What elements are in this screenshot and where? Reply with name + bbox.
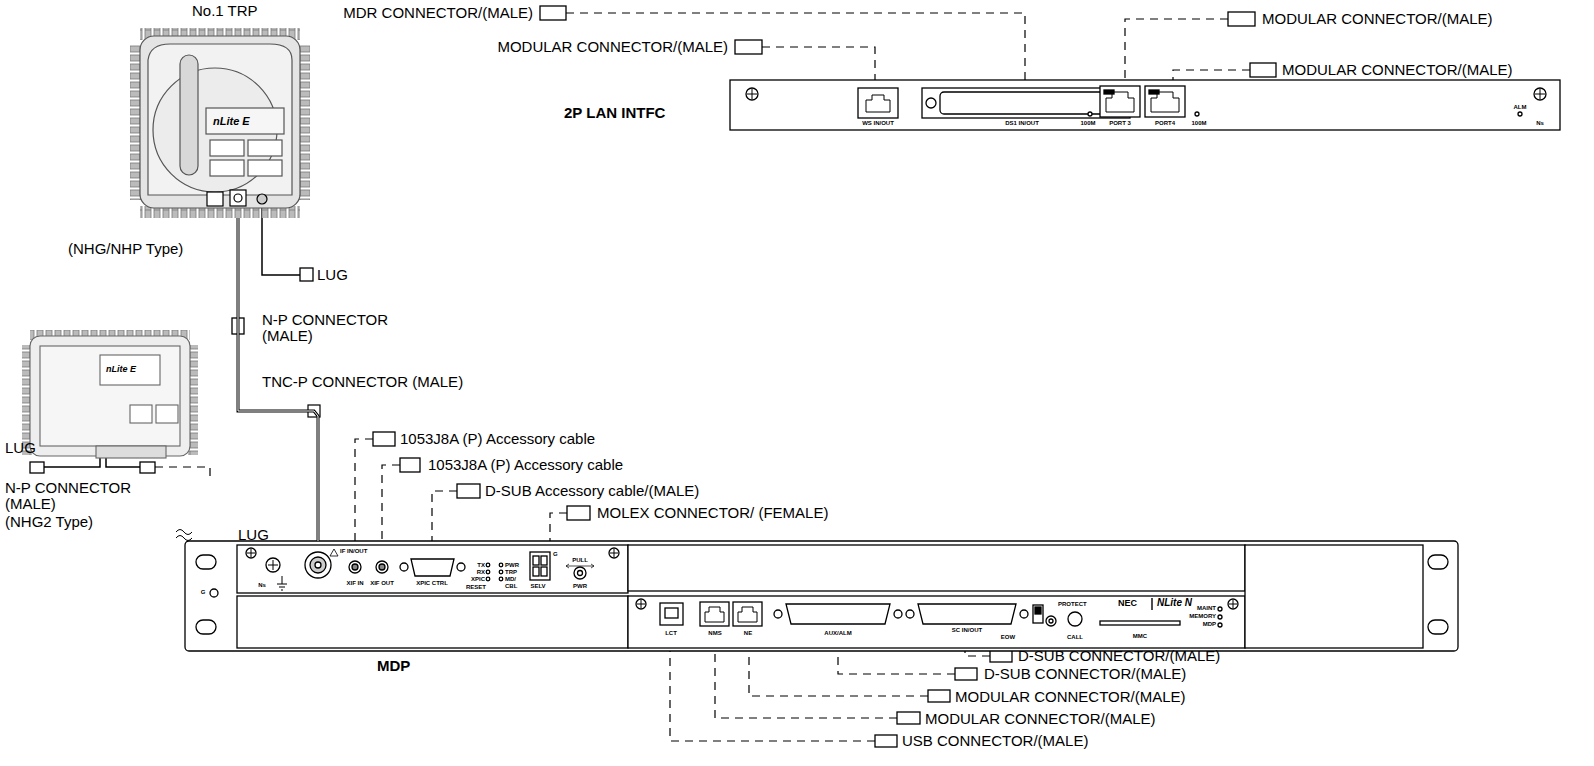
callout-label: D-SUB Accessory cable/(MALE)	[485, 483, 699, 499]
panel-marking: Ns	[1536, 120, 1544, 127]
callout-label: NEC	[1118, 598, 1137, 609]
callout-label: MODULAR CONNECTOR/(MALE)	[1262, 11, 1493, 27]
unit-name: MDP	[377, 657, 410, 674]
panel-marking: NE	[744, 630, 752, 637]
panel-marking: 100M	[1191, 120, 1206, 127]
panel-marking: 100M	[1080, 120, 1095, 127]
callout-label: N-P CONNECTOR (MALE)	[262, 312, 412, 344]
panel-marking: MAINT	[1197, 605, 1216, 612]
callout-label: 1053J8A (P) Accessory cable	[428, 457, 623, 473]
unit-name: No.1 TRP	[192, 2, 258, 19]
panel-marking: Ns	[258, 582, 266, 589]
callout-label: LUG	[317, 267, 348, 283]
panel-marking: MD/	[505, 576, 516, 583]
callout-label: TNC-P CONNECTOR (MALE)	[262, 374, 463, 390]
callout-label: nLite E	[106, 364, 136, 375]
panel-marking: SC IN/OUT	[952, 627, 982, 634]
panel-marking: RX	[477, 569, 485, 576]
callout-label: NLite N	[1157, 597, 1192, 609]
callout-label: nLite E	[213, 115, 250, 128]
panel-marking: MDP	[1203, 621, 1216, 628]
panel-marking: NMS	[708, 630, 721, 637]
panel-marking: XPIC CTRL	[416, 580, 448, 587]
panel-marking: XIF IN	[346, 580, 363, 587]
panel-marking: XPIC	[471, 576, 485, 583]
panel-marking: TX	[477, 562, 485, 569]
panel-marking: CALL	[1067, 634, 1083, 641]
callout-label: MDR CONNECTOR/(MALE)	[343, 5, 533, 21]
panel-marking: PORT4	[1155, 120, 1175, 127]
callout-label: MODULAR CONNECTOR/(MALE)	[925, 711, 1156, 727]
callout-label: 1053J8A (P) Accessory cable	[400, 431, 595, 447]
panel-marking: PULL	[572, 557, 588, 564]
equipment-unit: 2P LAN INTFC	[730, 80, 1560, 130]
callout-label: MODULAR CONNECTOR/(MALE)	[497, 39, 728, 55]
panel-marking: DS1 IN/OUT	[1005, 120, 1039, 127]
panel-marking: G	[553, 551, 558, 558]
callout-label: MOLEX CONNECTOR/ (FEMALE)	[597, 505, 828, 521]
unit-name: (NHG/NHP Type)	[68, 240, 183, 257]
panel-marking: MMC	[1133, 633, 1147, 640]
panel-marking: TRP	[505, 569, 517, 576]
equipment-unit: MDP	[185, 541, 1458, 651]
panel-marking: PROTECT	[1058, 601, 1087, 608]
panel-marking: IF IN/OUT	[340, 548, 367, 555]
panel-marking: PWR	[573, 583, 587, 590]
callout-label: N-P CONNECTOR (MALE)	[5, 480, 155, 512]
callout-label: MODULAR CONNECTOR/(MALE)	[955, 689, 1186, 705]
panel-marking: EOW	[1001, 634, 1015, 641]
panel-marking: PORT 3	[1109, 120, 1131, 127]
panel-marking: CBL	[505, 583, 517, 590]
callout-label: D-SUB CONNECTOR/(MALE)	[1018, 648, 1220, 664]
callout-label: USB CONNECTOR/(MALE)	[902, 733, 1088, 749]
panel-marking: G	[201, 589, 206, 596]
callout-label: (NHG2 Type)	[5, 514, 93, 530]
panel-marking: AUX/ALM	[824, 630, 851, 637]
panel-marking: LCT	[665, 630, 677, 637]
callout-label: MODULAR CONNECTOR/(MALE)	[1282, 62, 1513, 78]
panel-marking: XIF OUT	[370, 580, 394, 587]
callout-label: LUG	[238, 527, 269, 543]
panel-marking: ALM	[1514, 104, 1527, 111]
panel-marking: SELV	[530, 583, 545, 590]
callout-label: LUG	[5, 440, 36, 456]
unit-name: 2P LAN INTFC	[564, 104, 665, 121]
panel-marking: PWR	[505, 562, 519, 569]
panel-marking: WS IN/OUT	[862, 120, 894, 127]
panel-marking: MEMORY	[1189, 613, 1216, 620]
panel-marking: RESET	[466, 584, 486, 591]
callout-label: D-SUB CONNECTOR/(MALE)	[984, 666, 1186, 682]
